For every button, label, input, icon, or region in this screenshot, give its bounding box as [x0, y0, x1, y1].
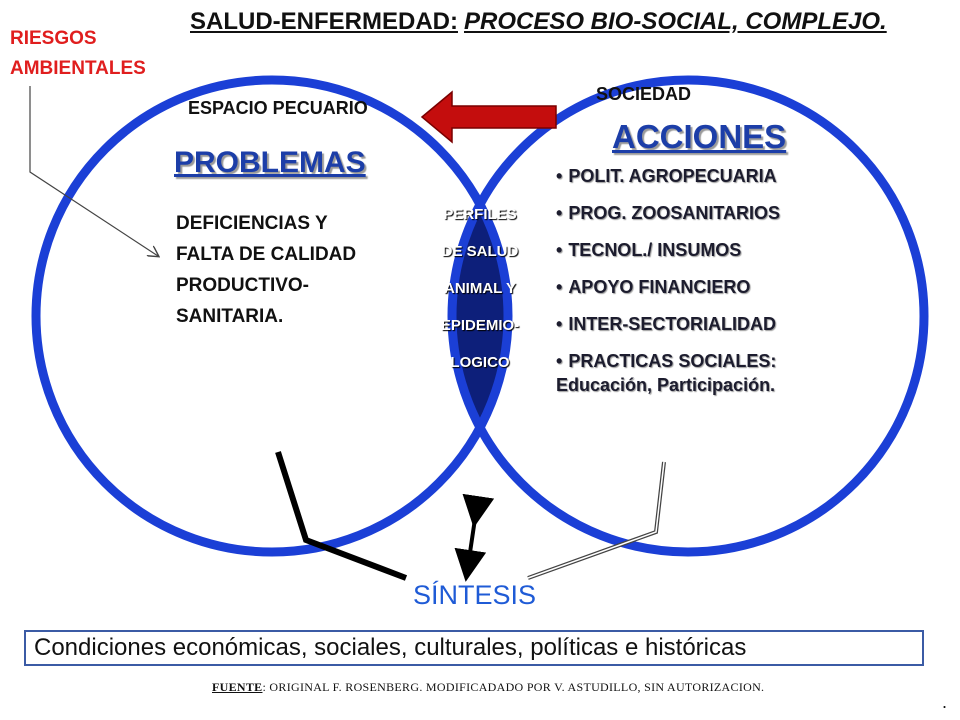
sociedad-label: SOCIEDAD — [596, 84, 692, 104]
perfiles-line: EPIDEMIO- — [440, 317, 520, 334]
trailing-dot: . — [942, 692, 948, 712]
page-title: SALUD-ENFERMEDAD:PROCESO BIO-SOCIAL, COM… — [190, 8, 887, 35]
perfiles-line: PERFILES — [443, 206, 517, 223]
list-item: •APOYO FINANCIERO — [556, 277, 751, 297]
bullet-icon: • — [556, 351, 563, 371]
synthesis-double-arrow — [454, 493, 495, 582]
sintesis-label: SÍNTESIS — [413, 580, 537, 610]
acciones-heading: ACCIONES — [612, 118, 787, 155]
bullet-icon: • — [556, 240, 563, 260]
list-item: •PRACTICAS SOCIALES:Educación, Participa… — [556, 351, 777, 395]
problemas-line: FALTA DE CALIDAD — [176, 244, 357, 265]
list-item: •PROG. ZOOSANITARIOS — [556, 203, 780, 223]
source-text: : ORIGINAL F. ROSENBERG. MODIFICADADO PO… — [262, 680, 765, 694]
right-circle — [447, 75, 929, 557]
right-synthesis-bracket-inner — [527, 461, 665, 579]
conditions-box: Condiciones económicas, sociales, cultur… — [24, 630, 924, 666]
list-item-continuation: Educación, Participación. — [556, 375, 776, 395]
right-synthesis-bracket — [527, 461, 666, 580]
perfiles-line: ANIMAL Y — [444, 280, 516, 297]
problemas-line: DEFICIENCIAS Y — [176, 213, 328, 234]
left-synthesis-bracket — [275, 451, 408, 581]
problemas-line: PRODUCTIVO- — [176, 275, 309, 296]
list-item: •INTER-SECTORIALIDAD — [556, 314, 776, 334]
list-item: •POLIT. AGROPECUARIA — [556, 166, 777, 186]
bullet-icon: • — [556, 277, 563, 297]
acciones-list: •POLIT. AGROPECUARIA •PROG. ZOOSANITARIO… — [556, 166, 780, 397]
riesgos-line-1: RIESGOS — [10, 28, 97, 49]
problemas-description: DEFICIENCIAS Y FALTA DE CALIDAD PRODUCTI… — [176, 208, 396, 332]
bullet-icon: • — [556, 203, 563, 223]
red-block-arrow — [420, 90, 557, 144]
riesgos-line-2: AMBIENTALES — [10, 58, 146, 79]
bullet-icon: • — [556, 314, 563, 334]
perfiles-line: DE SALUD — [441, 243, 519, 260]
bullet-icon: • — [556, 166, 563, 186]
problemas-line: SANITARIA. — [176, 306, 284, 327]
riesgos-pointer-line — [29, 86, 158, 256]
perfiles-line: LOGICO — [450, 354, 510, 371]
source-label: FUENTE — [212, 680, 263, 694]
perfiles-text: PERFILES DE SALUD ANIMAL Y EPIDEMIO- LOG… — [400, 196, 560, 381]
riesgos-ambientales-label: RIESGOS AMBIENTALES — [10, 24, 146, 84]
source-note: FUENTE: ORIGINAL F. ROSENBERG. MODIFICAD… — [212, 680, 764, 695]
espacio-pecuario-label: ESPACIO PECUARIO — [188, 98, 368, 118]
list-item: •TECNOL./ INSUMOS — [556, 240, 742, 260]
left-circle — [31, 75, 513, 557]
conditions-text: Condiciones económicas, sociales, cultur… — [34, 634, 747, 661]
problemas-heading: PROBLEMAS — [174, 146, 366, 179]
